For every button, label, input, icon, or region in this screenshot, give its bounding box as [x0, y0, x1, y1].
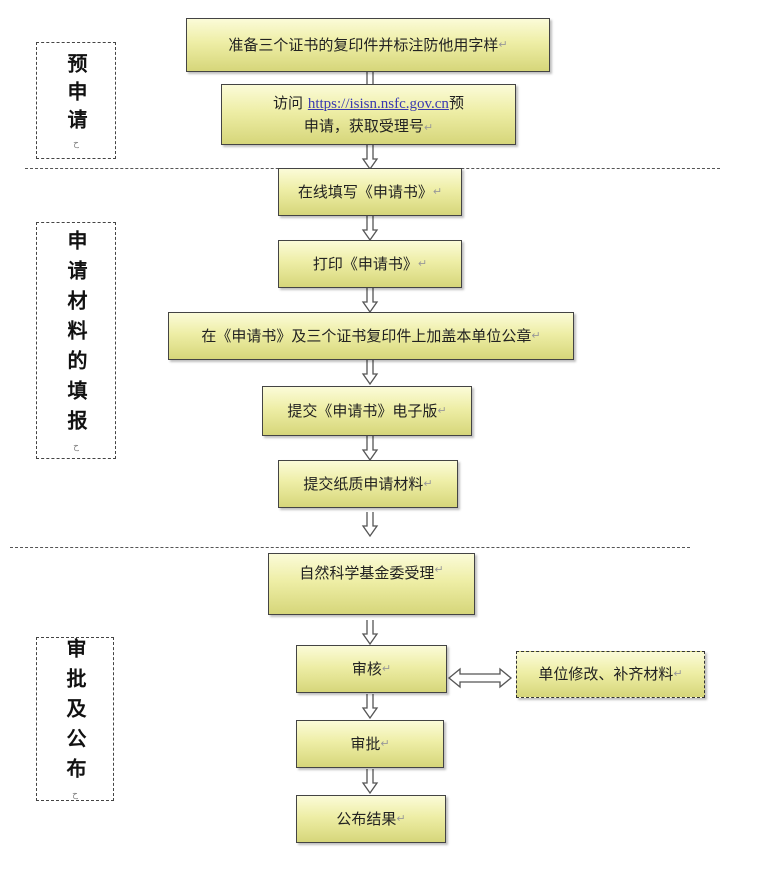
- step-stamp: 在《申请书》及三个证书复印件上加盖本单位公章↵: [168, 312, 574, 360]
- arrow-down-8: [362, 619, 378, 645]
- section-label-text: 申请材料的填报: [64, 229, 88, 440]
- arrow-down-2: [362, 144, 378, 170]
- step-text: 公布结果: [336, 809, 397, 828]
- step-text: 自然科学基金委受理: [299, 564, 435, 582]
- section-label-pre-apply: 预申请 ح: [36, 42, 116, 159]
- section-mark: ح: [72, 790, 78, 800]
- step-print: 打印《申请书》↵: [278, 240, 462, 288]
- step-text: 访问: [273, 93, 304, 112]
- nsfc-link[interactable]: https://isisn.nsfc.gov.cn: [307, 95, 449, 112]
- step-text: 审批: [350, 734, 381, 753]
- arrow-down-9: [362, 693, 378, 719]
- paragraph-mark: ↵: [437, 403, 447, 417]
- arrow-down-10: [362, 768, 378, 794]
- step-text: 申请，获取受理号: [303, 117, 424, 135]
- paragraph-mark: ↵: [381, 661, 392, 675]
- section-mark: ح: [73, 138, 79, 149]
- paragraph-mark: ↵: [434, 563, 444, 576]
- step-review: 审核↵: [296, 645, 447, 693]
- step-submit-paper: 提交纸质申请材料↵: [278, 460, 458, 508]
- section-label-fill-materials: 申请材料的填报 ح: [36, 222, 116, 459]
- paragraph-mark: ↵: [673, 667, 683, 681]
- paragraph-mark: ↵: [417, 256, 428, 270]
- section-mark: ح: [73, 441, 79, 452]
- step-publish: 公布结果↵: [296, 795, 446, 843]
- step-unit-revise: 单位修改、补齐材料↵: [516, 651, 705, 698]
- double-arrow: [447, 667, 513, 689]
- step-approve: 审批↵: [296, 720, 444, 768]
- step-prepare-copies: 准备三个证书的复印件并标注防他用字样↵: [186, 18, 550, 72]
- arrow-down-4: [362, 287, 378, 313]
- step-text: 提交《申请书》电子版: [287, 401, 438, 420]
- section-label-text: 审批及公布: [63, 638, 87, 788]
- step-nsfc-accept: 自然科学基金委受理↵: [268, 553, 475, 615]
- step-text: 准备三个证书的复印件并标注防他用字样: [228, 35, 499, 54]
- step-submit-electronic: 提交《申请书》电子版↵: [262, 386, 472, 436]
- step-text: 打印《申请书》: [312, 254, 418, 273]
- paragraph-mark: ↵: [423, 476, 433, 490]
- section-divider-2: [10, 547, 690, 548]
- step-text: 在《申请书》及三个证书复印件上加盖本单位公章: [201, 326, 532, 345]
- paragraph-mark: ↵: [432, 184, 443, 198]
- paragraph-mark: ↵: [498, 37, 508, 51]
- step-fill-online: 在线填写《申请书》↵: [278, 168, 462, 216]
- paragraph-mark: ↵: [423, 121, 434, 134]
- paragraph-mark: ↵: [380, 736, 390, 750]
- arrow-down-5: [362, 359, 378, 385]
- paragraph-mark: ↵: [531, 328, 541, 342]
- step-text: 预: [448, 93, 464, 112]
- section-label-approve-publish: 审批及公布 ح: [36, 637, 114, 801]
- step-text: 审核: [351, 659, 382, 678]
- step-text: 提交纸质申请材料: [303, 474, 424, 493]
- arrow-down-6: [362, 435, 378, 461]
- step-text: 在线填写《申请书》: [297, 182, 433, 201]
- step-text: 单位修改、补齐材料: [538, 665, 674, 684]
- step-visit-site: 访问 https://isisn.nsfc.gov.cn预 申请，获取受理号↵: [221, 84, 516, 145]
- section-label-text: 预申请: [64, 52, 88, 137]
- arrow-down-3: [362, 215, 378, 241]
- arrow-down-7: [362, 511, 378, 537]
- paragraph-mark: ↵: [396, 811, 406, 825]
